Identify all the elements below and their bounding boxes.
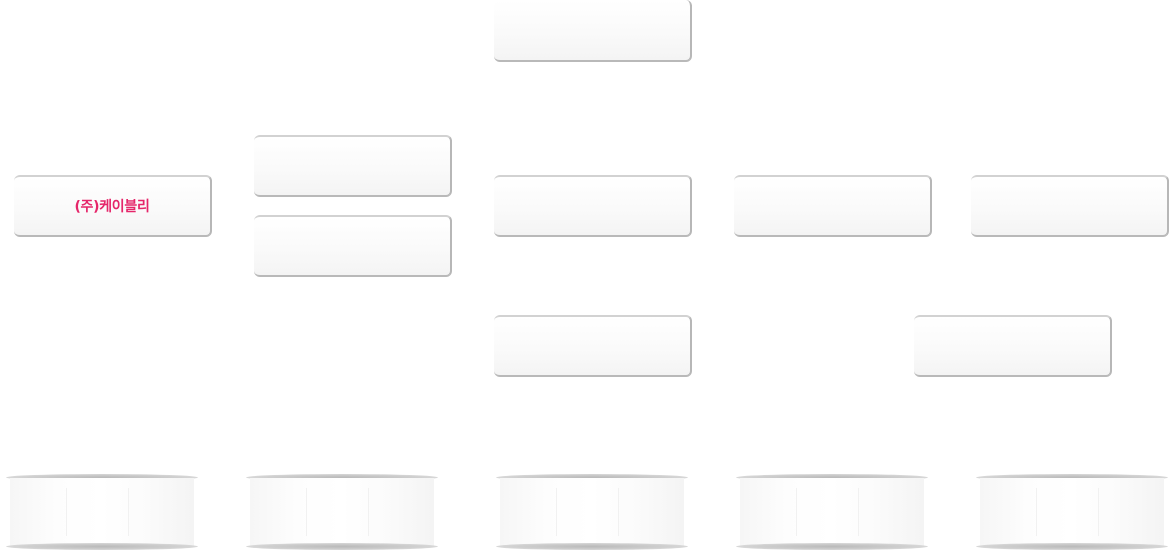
pillar-cap-top [246, 474, 438, 481]
pillar-body [500, 478, 684, 546]
pillar-body [980, 478, 1164, 546]
root-node: (주)케이블리 [14, 175, 212, 237]
pillar-cap-bottom [6, 543, 198, 550]
pillar-body [250, 478, 434, 546]
pillar-cap-bottom [496, 543, 688, 550]
pillar-cap-top [976, 474, 1168, 481]
node-fifth-col [971, 175, 1169, 237]
pillar-cap-top [6, 474, 198, 481]
node-center-middle [494, 175, 692, 237]
pillar-2 [246, 474, 438, 550]
node-second-col-lower [254, 215, 452, 277]
node-fourth-col [734, 175, 932, 237]
pillar-cap-bottom [976, 543, 1168, 550]
pillar-body [10, 478, 194, 546]
node-center-lower [494, 315, 692, 377]
pillar-cap-top [496, 474, 688, 481]
pillar-cap-bottom [246, 543, 438, 550]
root-node-label: (주)케이블리 [74, 199, 150, 215]
pillar-4 [736, 474, 928, 550]
node-second-col-upper [254, 135, 452, 197]
pillar-1 [6, 474, 198, 550]
pillar-3 [496, 474, 688, 550]
node-top-center [494, 0, 692, 62]
pillar-cap-top [736, 474, 928, 481]
pillar-5 [976, 474, 1168, 550]
pillar-body [740, 478, 924, 546]
node-right-lower [914, 315, 1112, 377]
pillar-cap-bottom [736, 543, 928, 550]
